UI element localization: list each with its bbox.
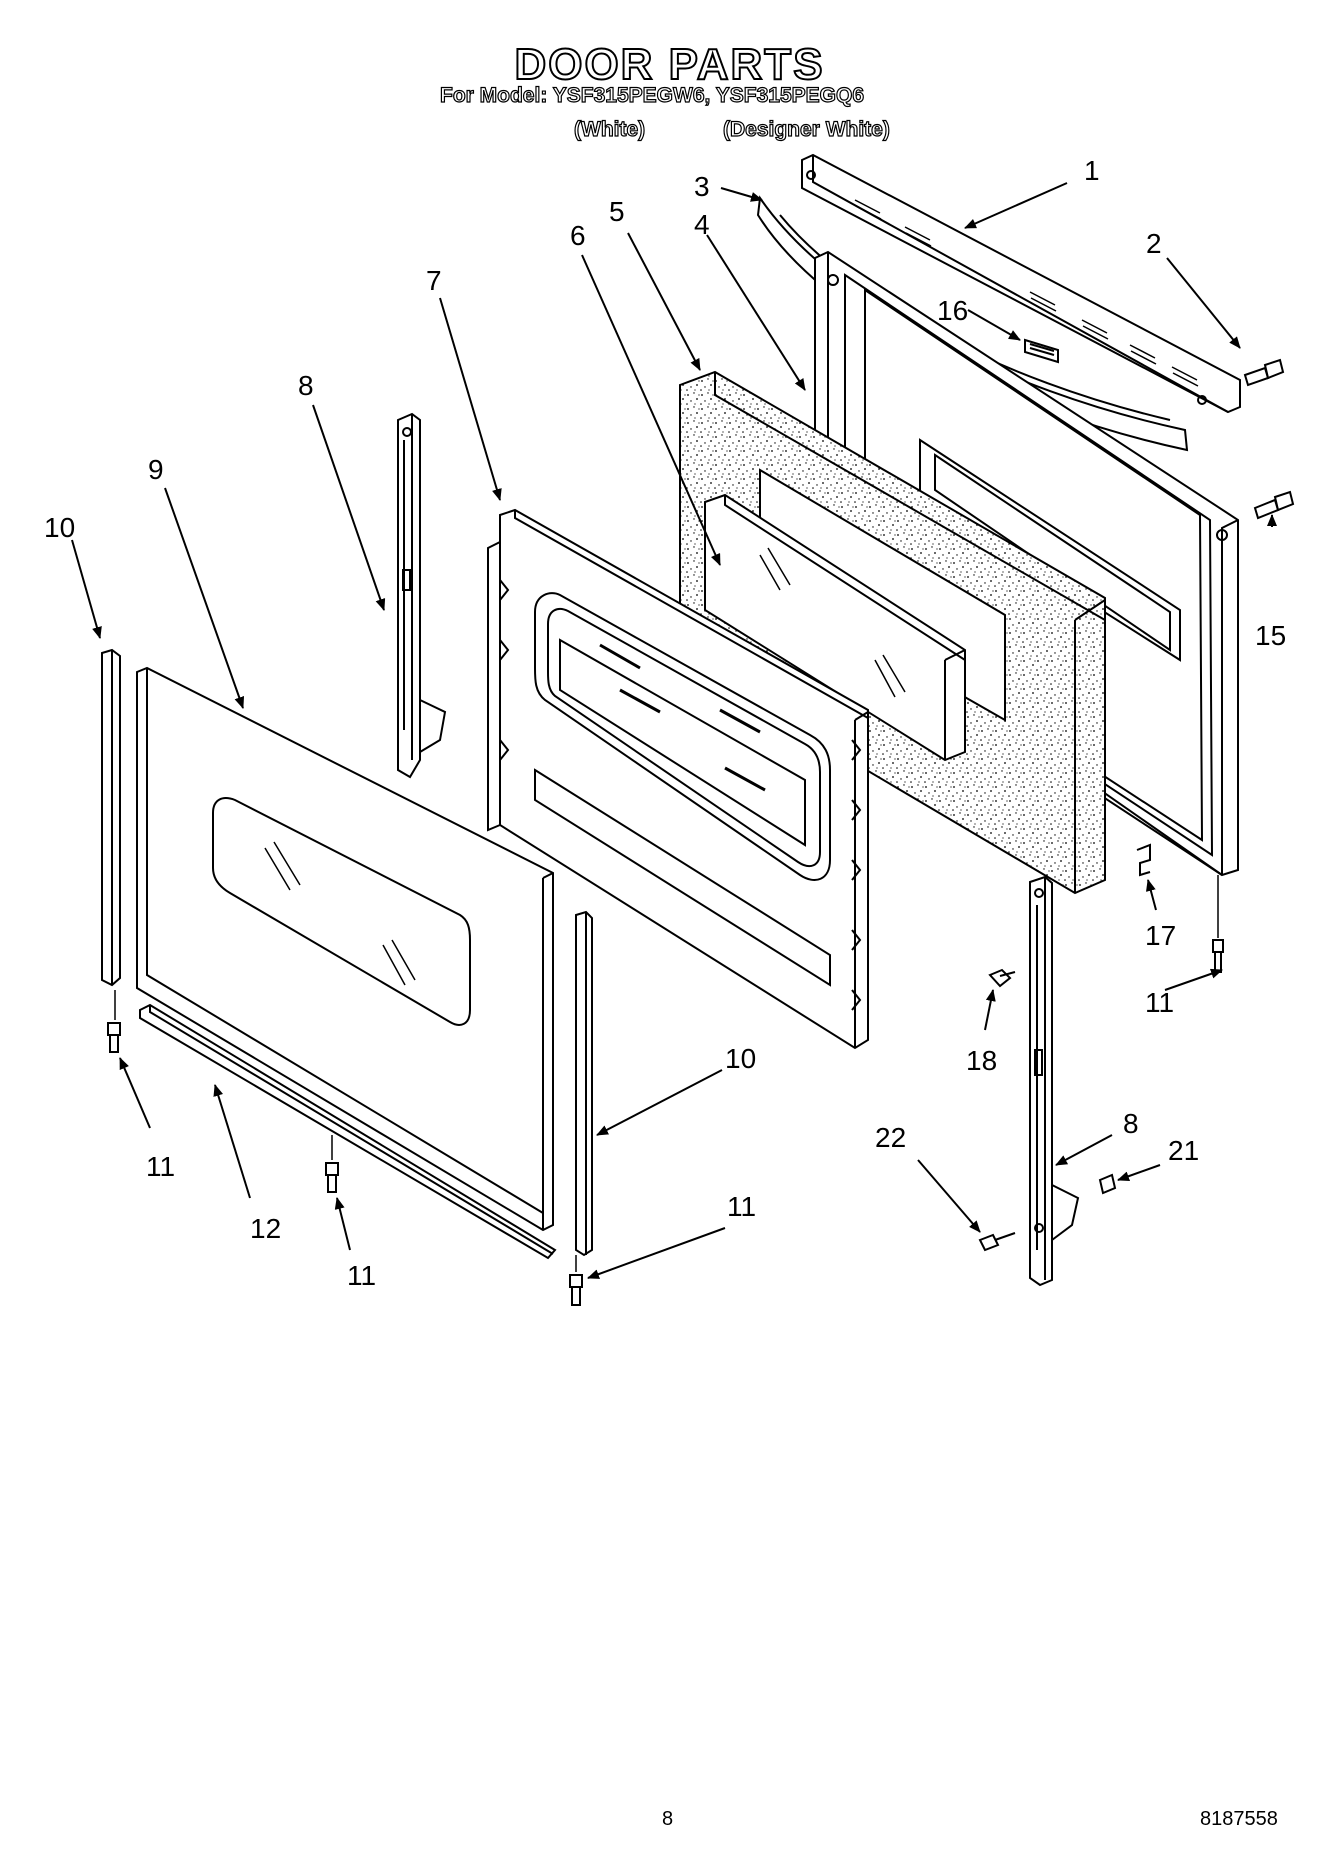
variant-white: (White) — [573, 117, 646, 141]
callout-8: 8 — [298, 370, 314, 401]
screw-11-b — [107, 1022, 121, 1053]
part-6-window-glass — [704, 493, 966, 762]
callout-11d: 11 — [727, 1191, 756, 1222]
callout-11b: 11 — [1145, 987, 1174, 1018]
screw-11-a — [1212, 939, 1224, 973]
variant-designer-white: (Designer White) — [722, 117, 890, 141]
part-16-badge — [1024, 338, 1059, 364]
callout-12: 12 — [250, 1213, 281, 1244]
callout-10b: 10 — [725, 1043, 756, 1074]
callout-17: 17 — [1145, 920, 1176, 951]
page-title: DOOR PARTS — [513, 39, 825, 90]
screw-22 — [978, 1232, 1016, 1252]
part-8-hinge-right — [1029, 875, 1080, 1287]
callout-18: 18 — [966, 1045, 997, 1076]
model-line: For Model: YSF315PEGW6, YSF315PEGQ6 — [439, 83, 865, 107]
callout-2: 2 — [1146, 228, 1162, 259]
callout-22: 22 — [875, 1122, 906, 1153]
callout-21: 21 — [1168, 1135, 1199, 1166]
screw-15 — [1253, 490, 1295, 520]
part-9-outer-door-panel — [136, 666, 554, 1232]
screw-18 — [988, 968, 1016, 988]
part-10-side-trim-right — [575, 910, 593, 1257]
part-10-side-trim-left — [101, 648, 121, 987]
clip-21 — [1098, 1173, 1117, 1195]
page-number: 8 — [662, 1808, 674, 1830]
screw-11-c — [325, 1162, 339, 1193]
callout-1: 1 — [1084, 155, 1100, 186]
callout-10: 10 — [44, 512, 75, 543]
screw-2 — [1243, 358, 1285, 387]
callout-8b: 8 — [1123, 1108, 1139, 1139]
document-number: 8187558 — [1200, 1808, 1278, 1830]
callout-6: 6 — [570, 220, 586, 251]
part-7-inner-panel — [487, 508, 869, 1050]
callout-16: 16 — [937, 295, 968, 326]
part-12-bottom-trim — [139, 1003, 557, 1260]
callout-4: 4 — [694, 209, 710, 240]
callout-5: 5 — [609, 196, 625, 227]
callout-11: 11 — [146, 1151, 175, 1182]
part-8-hinge-left — [397, 412, 447, 779]
callout-9: 9 — [148, 454, 164, 485]
callout-15: 15 — [1255, 620, 1286, 651]
callout-11c: 11 — [347, 1260, 376, 1291]
callout-3: 3 — [694, 171, 710, 202]
callout-7: 7 — [426, 265, 442, 296]
leader-arrows — [71, 182, 1277, 1279]
screw-11-d — [569, 1274, 583, 1306]
clip-17 — [1136, 843, 1151, 877]
callout-labels: 1 2 3 4 5 6 7 8 9 10 11 12 15 16 17 18 8… — [44, 155, 1286, 1291]
part-1-vent-trim — [801, 153, 1241, 414]
